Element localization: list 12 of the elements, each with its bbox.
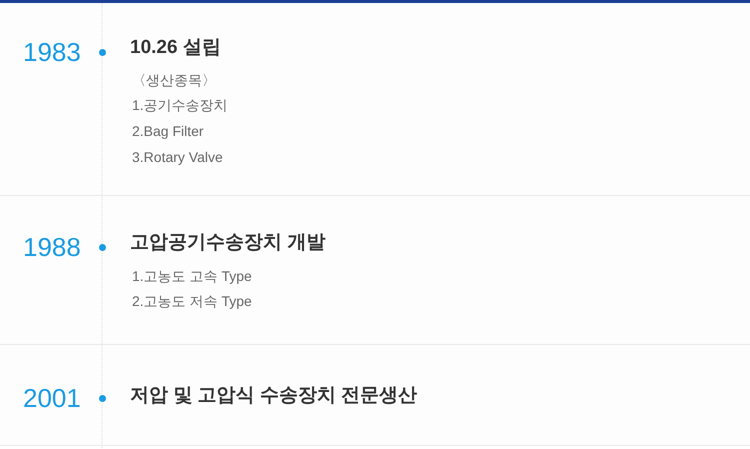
year-label: 1988 bbox=[23, 232, 81, 262]
year-label: 2001 bbox=[23, 383, 81, 413]
milestone-title: 10.26 설립 bbox=[130, 36, 221, 60]
product-item: 2.Bag Filter bbox=[132, 122, 204, 141]
product-item: 1.공기수송장치 bbox=[132, 96, 228, 115]
product-list-heading: 〈생산종목〉 bbox=[132, 71, 216, 90]
milestone-title: 저압 및 고압식 수송장치 전문생산 bbox=[130, 384, 418, 408]
milestone-title: 고압공기수송장치 개발 bbox=[130, 231, 326, 255]
year-label: 1983 bbox=[23, 37, 81, 67]
product-item: 1.고농도 고속 Type bbox=[132, 267, 252, 286]
product-item: 2.고농도 저속 Type bbox=[132, 292, 252, 311]
product-item: 3.Rotary Valve bbox=[132, 148, 223, 167]
